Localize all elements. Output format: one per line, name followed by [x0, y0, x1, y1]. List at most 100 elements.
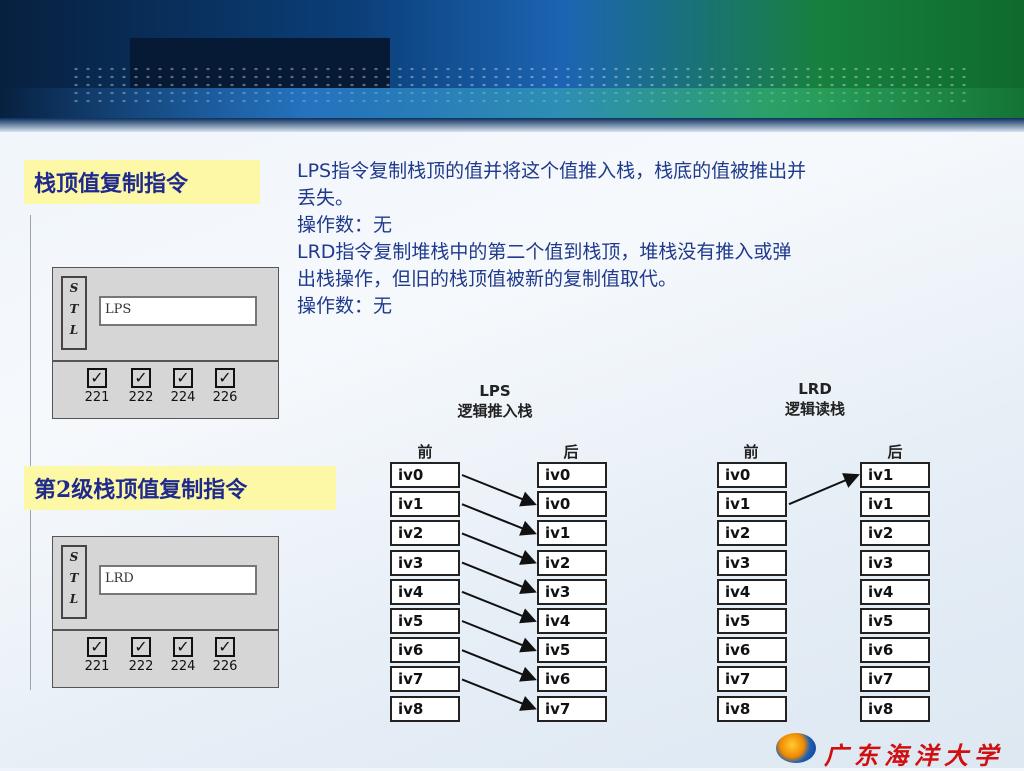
lps-after-cell: iv2 — [537, 549, 607, 576]
check-icon: ✓ — [87, 368, 107, 388]
stl-letter: L — [69, 592, 79, 606]
description-text: LPS指令复制栈顶的值并将这个值推入栈，栈底的值被推出并 丢失。 操作数：无 L… — [297, 158, 997, 320]
banner-tab-shape — [130, 38, 390, 88]
lrd-after-cell: iv2 — [860, 520, 930, 547]
lps-shift-arrow — [461, 590, 537, 624]
stl-letter: L — [69, 323, 79, 337]
lrd-instruction-panel: S T L LRD ✓ 221 ✓ 222 ✓ 224 ✓ 226 — [52, 536, 279, 688]
cpu-check-item: ✓ 221 — [77, 637, 117, 674]
cpu-label: 224 — [170, 390, 196, 405]
lrd-section-title: 第2级栈顶值复制指令 — [24, 466, 336, 510]
banner-stripe — [0, 88, 1024, 118]
stl-letter: S — [69, 281, 79, 295]
instruction-field: LPS — [99, 296, 257, 326]
lps-shift-arrow — [461, 678, 537, 711]
lps-after-cell: iv0 — [537, 491, 607, 518]
stl-label: S T L — [61, 276, 87, 350]
cpu-label: 226 — [212, 390, 238, 405]
lrd-before-cell: iv5 — [717, 608, 787, 634]
lps-before-cell: iv0 — [390, 462, 460, 488]
description-line: 丢失。 — [297, 187, 355, 209]
lps-after-cell: iv1 — [537, 520, 607, 547]
lps-before-cell: iv8 — [390, 695, 460, 722]
lrd-after-label: 后 — [887, 443, 903, 461]
cpu-check-item: ✓ 224 — [163, 637, 203, 674]
lps-after-cell: iv7 — [537, 695, 607, 722]
description-line: LPS指令复制栈顶的值并将这个值推入栈，栈底的值被推出并 — [297, 160, 807, 182]
cpu-label: 222 — [128, 659, 154, 674]
lps-before-cell: iv1 — [390, 491, 460, 518]
lps-section-title: 栈顶值复制指令 — [24, 160, 260, 204]
lrd-after-cell: iv8 — [860, 695, 930, 722]
cpu-check-item: ✓ 226 — [205, 368, 245, 405]
lrd-diagram-title: LRD 逻辑读栈 — [755, 380, 875, 419]
lps-after-cell: iv0 — [537, 462, 607, 488]
lrd-after-cell: iv1 — [860, 462, 930, 488]
cpu-check-item: ✓ 222 — [121, 637, 161, 674]
lps-caption: 逻辑推入栈 — [457, 402, 533, 420]
check-icon: ✓ — [173, 637, 193, 657]
cpu-label: 221 — [84, 659, 110, 674]
check-icon: ✓ — [131, 637, 151, 657]
left-divider — [30, 215, 31, 690]
lps-before-label: 前 — [417, 443, 433, 461]
check-icon: ✓ — [173, 368, 193, 388]
lps-before-cell: iv3 — [390, 549, 460, 576]
lrd-caption: 逻辑读栈 — [784, 400, 845, 418]
check-icon: ✓ — [215, 637, 235, 657]
description-line: LRD指令复制堆栈中的第二个值到栈顶，堆栈没有推入或弹 — [297, 241, 792, 263]
stl-letter: S — [69, 550, 79, 564]
lps-after-label: 后 — [563, 443, 579, 461]
lrd-copy-arrow — [788, 473, 860, 506]
lps-diagram-title: LPS 逻辑推入栈 — [440, 382, 550, 421]
university-logo: 广东海洋大学 — [776, 730, 1024, 770]
check-icon: ✓ — [131, 368, 151, 388]
lps-shift-arrow — [461, 649, 537, 682]
panel-divider — [53, 629, 278, 631]
lrd-after-cell: iv1 — [860, 491, 930, 518]
lrd-before-cell: iv4 — [717, 578, 787, 605]
cpu-check-item: ✓ 224 — [163, 368, 203, 405]
lps-before-cell: iv2 — [390, 520, 460, 547]
banner-fade — [0, 118, 1024, 132]
check-icon: ✓ — [87, 637, 107, 657]
lrd-after-cell: iv6 — [860, 637, 930, 664]
cpu-check-item: ✓ 222 — [121, 368, 161, 405]
lrd-before-cell: iv8 — [717, 695, 787, 722]
lps-after-cell: iv4 — [537, 608, 607, 634]
lps-after-cell: iv6 — [537, 666, 607, 693]
stl-letter: T — [69, 302, 79, 316]
lps-shift-arrow — [461, 620, 537, 653]
lrd-name: LRD — [798, 380, 832, 398]
lps-after-cell: iv3 — [537, 578, 607, 605]
lrd-before-label: 前 — [743, 443, 759, 461]
university-name: 广东海洋大学 — [824, 741, 1004, 770]
lps-before-cell: iv5 — [390, 608, 460, 634]
lrd-before-cell: iv2 — [717, 520, 787, 547]
lps-before-cell: iv7 — [390, 666, 460, 693]
lps-before-cell: iv6 — [390, 637, 460, 664]
instruction-field: LRD — [99, 565, 257, 595]
cpu-label: 221 — [84, 390, 110, 405]
lrd-after-cell: iv5 — [860, 608, 930, 634]
lps-shift-arrow — [461, 503, 537, 536]
lrd-before-cell: iv0 — [717, 462, 787, 488]
lrd-before-cell: iv1 — [717, 491, 787, 518]
description-line: 操作数：无 — [297, 214, 393, 236]
stl-label: S T L — [61, 545, 87, 619]
lrd-after-cell: iv7 — [860, 666, 930, 693]
lrd-after-cell: iv3 — [860, 549, 930, 576]
lps-after-cell: iv5 — [537, 637, 607, 664]
stl-letter: T — [69, 571, 79, 585]
lps-name: LPS — [479, 382, 511, 400]
cpu-label: 222 — [128, 390, 154, 405]
cpu-label: 226 — [212, 659, 238, 674]
cpu-check-item: ✓ 226 — [205, 637, 245, 674]
cpu-check-item: ✓ 221 — [77, 368, 117, 405]
description-line: 出栈操作，但旧的栈顶值被新的复制值取代。 — [297, 268, 678, 290]
emblem-icon — [776, 733, 816, 763]
lps-shift-arrow — [461, 474, 537, 507]
cpu-label: 224 — [170, 659, 196, 674]
check-icon: ✓ — [215, 368, 235, 388]
lrd-before-cell: iv6 — [717, 637, 787, 664]
